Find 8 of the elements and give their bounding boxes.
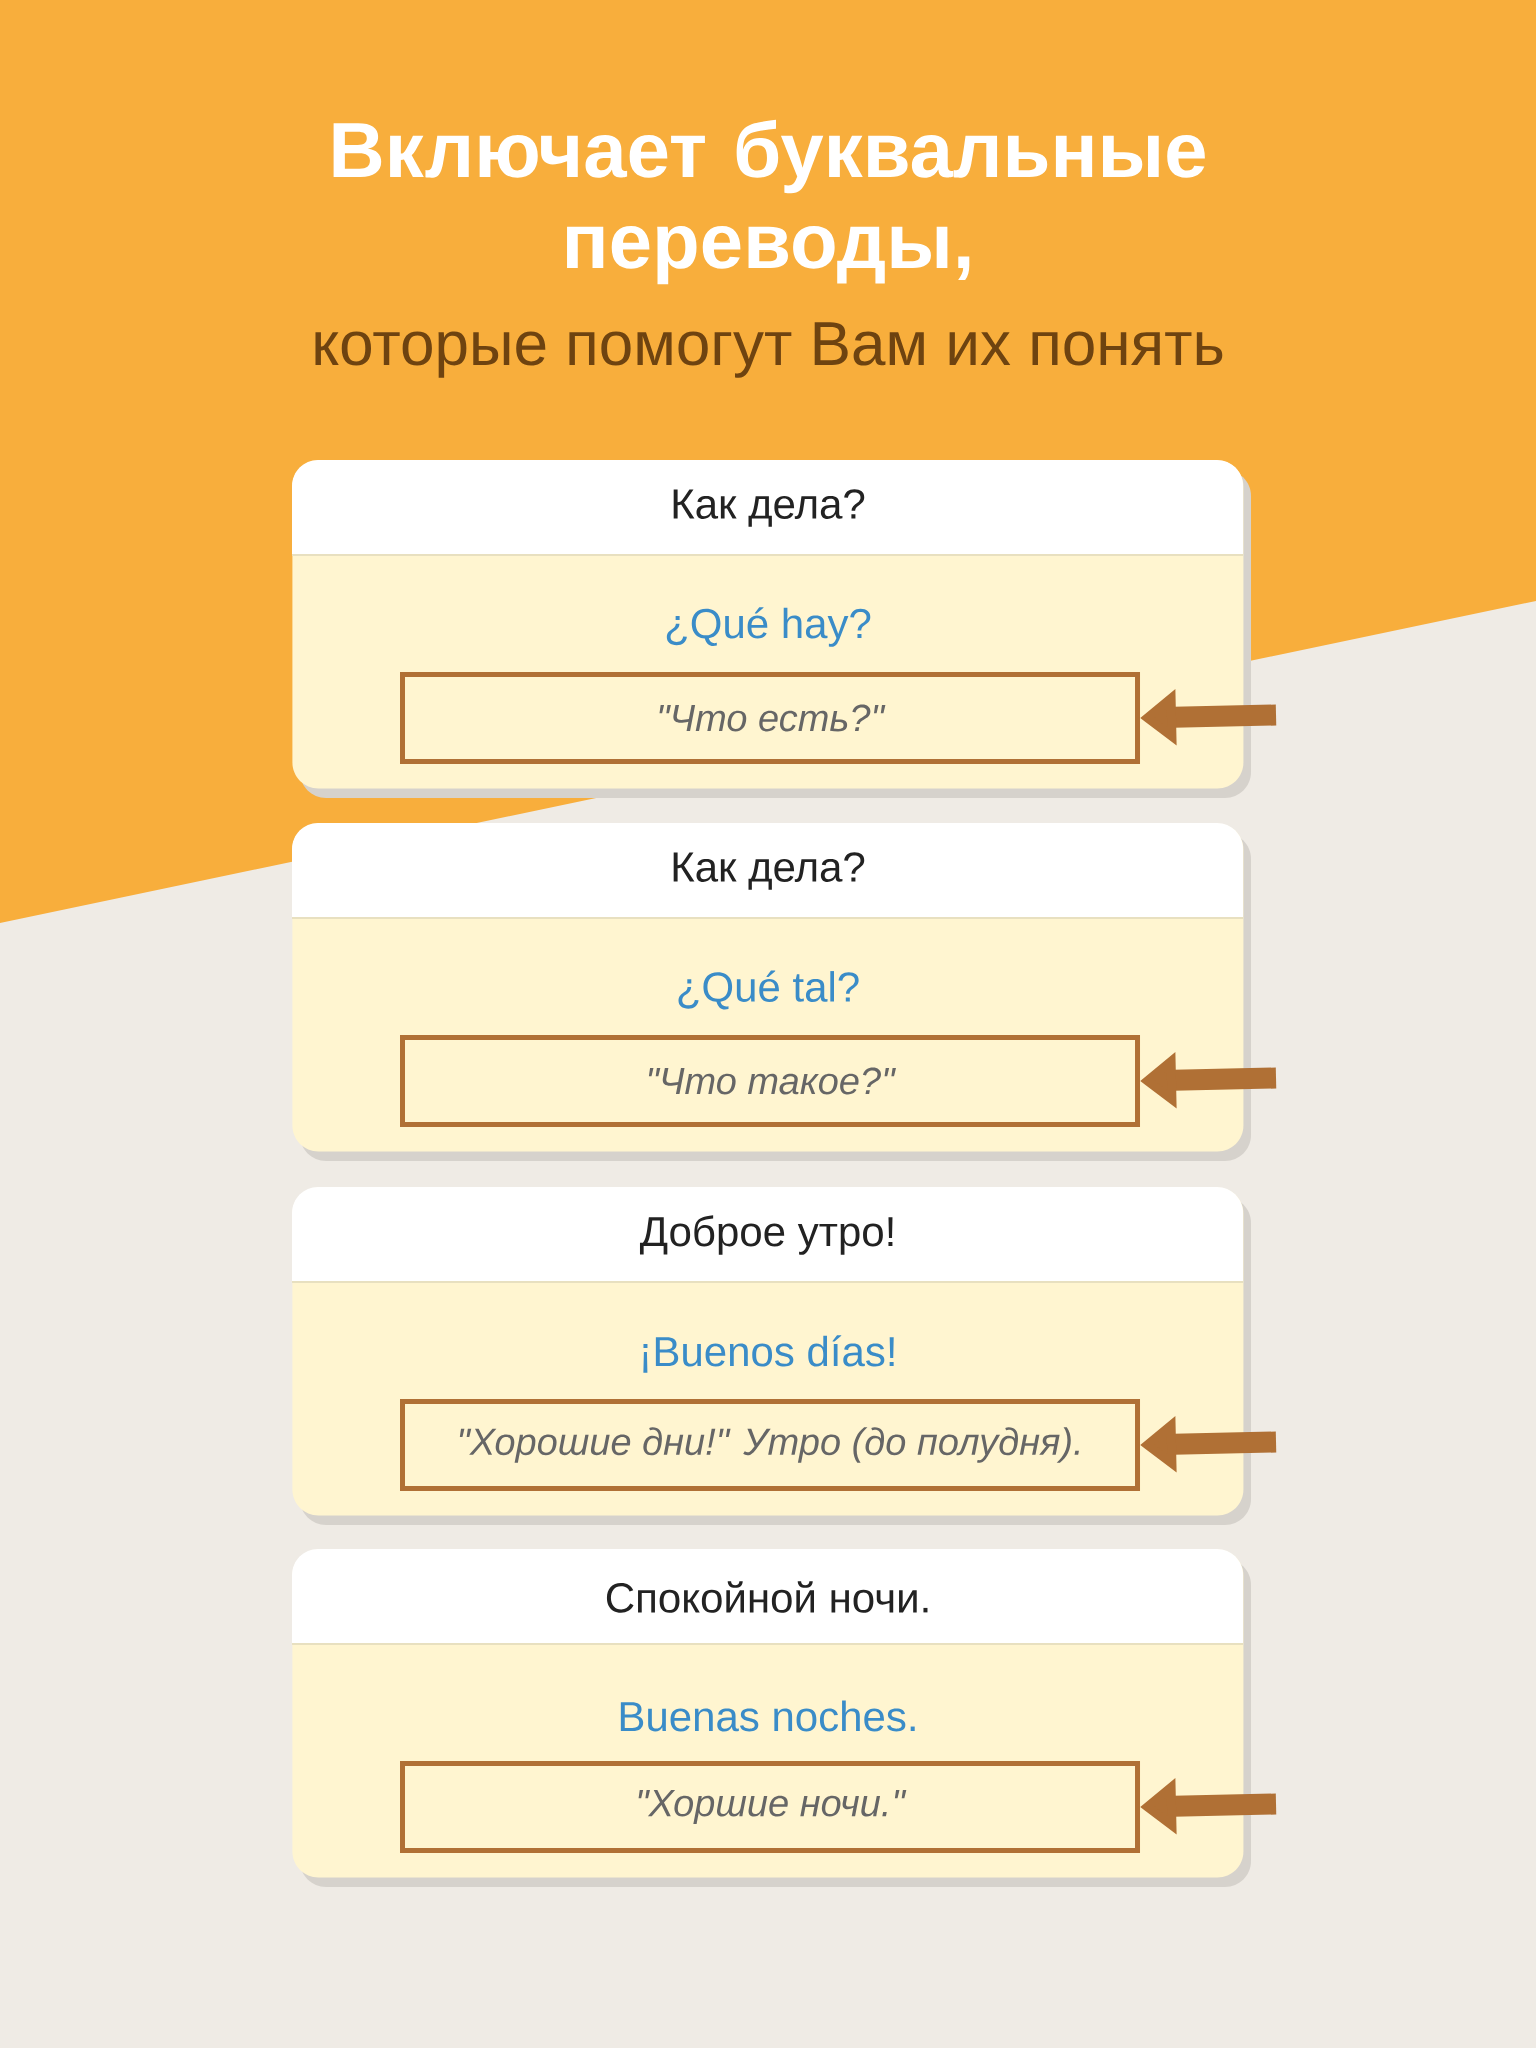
card-header: Спокойной ночи. bbox=[291, 1549, 1244, 1645]
title: Включает буквальные переводы, bbox=[333, 119, 1205, 285]
translation-box: "Хорошие дни!" Утро (до полудня). bbox=[400, 1399, 1140, 1491]
translation-box: "Хоршие ночи." bbox=[400, 1761, 1140, 1853]
subtitle: которые помогут Вам их понять bbox=[315, 322, 1223, 378]
phrase-text: ¡Buenos días! bbox=[643, 1335, 894, 1373]
phrase-text: Buenas noches. bbox=[620, 1700, 915, 1732]
card-header: Доброе утро! bbox=[291, 1187, 1244, 1283]
